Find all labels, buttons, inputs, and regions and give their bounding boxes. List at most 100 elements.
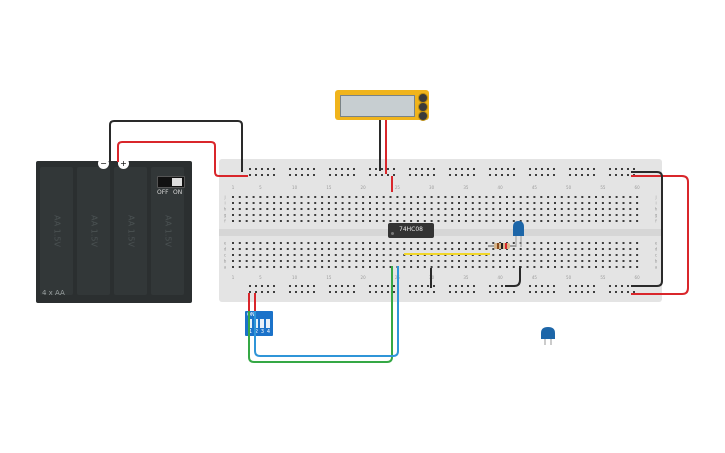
breadboard-hole[interactable] <box>329 174 331 176</box>
breadboard-hole[interactable] <box>329 291 331 293</box>
breadboard-hole[interactable] <box>295 174 297 176</box>
breadboard-hole[interactable] <box>341 174 343 176</box>
breadboard-hole[interactable] <box>341 285 343 287</box>
breadboard-hole[interactable] <box>513 168 515 170</box>
breadboard-hole[interactable] <box>382 208 385 210</box>
breadboard-hole[interactable] <box>588 202 591 204</box>
breadboard-hole[interactable] <box>252 220 255 222</box>
breadboard-hole[interactable] <box>314 242 317 244</box>
breadboard-hole[interactable] <box>554 242 556 244</box>
breadboard-hole[interactable] <box>348 220 351 222</box>
breadboard-hole[interactable] <box>535 174 537 176</box>
breadboard-hole[interactable] <box>455 168 457 170</box>
breadboard-hole[interactable] <box>554 196 556 198</box>
breadboard-hole[interactable] <box>321 242 324 244</box>
breadboard-hole[interactable] <box>423 242 426 244</box>
breadboard-hole[interactable] <box>232 242 234 244</box>
breadboard-hole[interactable] <box>615 168 617 170</box>
breadboard-hole[interactable] <box>615 242 618 244</box>
breadboard-hole[interactable] <box>601 260 604 262</box>
breadboard-hole[interactable] <box>313 285 315 287</box>
breadboard-hole[interactable] <box>334 220 337 222</box>
breadboard-hole[interactable] <box>609 168 611 170</box>
breadboard-hole[interactable] <box>581 248 584 250</box>
breadboard-hole[interactable] <box>410 208 413 210</box>
breadboard-hole[interactable] <box>464 254 467 256</box>
breadboard-hole[interactable] <box>458 248 460 250</box>
breadboard-hole[interactable] <box>245 248 248 250</box>
breadboard-hole[interactable] <box>464 196 467 198</box>
breadboard-hole[interactable] <box>499 220 502 222</box>
breadboard-hole[interactable] <box>433 285 435 287</box>
breadboard-hole[interactable] <box>451 220 454 222</box>
breadboard-hole[interactable] <box>473 168 475 170</box>
breadboard-hole[interactable] <box>273 208 276 210</box>
breadboard-hole[interactable] <box>492 266 495 268</box>
breadboard-hole[interactable] <box>595 260 597 262</box>
breadboard-hole[interactable] <box>569 291 571 293</box>
breadboard-hole[interactable] <box>381 291 383 293</box>
breadboard-hole[interactable] <box>266 242 269 244</box>
breadboard-hole[interactable] <box>492 220 495 222</box>
breadboard-hole[interactable] <box>451 202 454 204</box>
breadboard-hole[interactable] <box>266 202 269 204</box>
breadboard-hole[interactable] <box>595 214 597 216</box>
breadboard-hole[interactable] <box>601 248 604 250</box>
breadboard-hole[interactable] <box>581 202 584 204</box>
breadboard-hole[interactable] <box>334 208 337 210</box>
breadboard-hole[interactable] <box>313 291 315 293</box>
breadboard-hole[interactable] <box>279 266 282 268</box>
breadboard-hole[interactable] <box>464 220 467 222</box>
breadboard-hole[interactable] <box>464 242 467 244</box>
breadboard-hole[interactable] <box>348 214 351 216</box>
breadboard-hole[interactable] <box>389 254 392 256</box>
breadboard-hole[interactable] <box>567 248 570 250</box>
breadboard-hole[interactable] <box>444 248 447 250</box>
breadboard-hole[interactable] <box>273 285 275 287</box>
breadboard-hole[interactable] <box>615 260 618 262</box>
breadboard-hole[interactable] <box>458 196 460 198</box>
breadboard-hole[interactable] <box>249 285 251 287</box>
breadboard-hole[interactable] <box>273 248 276 250</box>
breadboard-hole[interactable] <box>245 214 248 216</box>
breadboard-hole[interactable] <box>238 202 241 204</box>
breadboard-hole[interactable] <box>533 208 536 210</box>
breadboard-hole[interactable] <box>314 248 317 250</box>
breadboard-hole[interactable] <box>403 196 406 198</box>
breadboard-hole[interactable] <box>382 260 385 262</box>
breadboard-hole[interactable] <box>608 208 611 210</box>
breadboard-hole[interactable] <box>375 168 377 170</box>
breadboard-hole[interactable] <box>473 174 475 176</box>
breadboard-hole[interactable] <box>588 260 591 262</box>
breadboard-hole[interactable] <box>588 248 591 250</box>
breadboard-hole[interactable] <box>458 214 460 216</box>
breadboard-hole[interactable] <box>362 266 365 268</box>
breadboard-hole[interactable] <box>547 260 550 262</box>
breadboard-hole[interactable] <box>478 266 481 268</box>
breadboard-hole[interactable] <box>295 285 297 287</box>
breadboard-hole[interactable] <box>444 260 447 262</box>
breadboard-hole[interactable] <box>567 214 570 216</box>
breadboard-hole[interactable] <box>547 254 550 256</box>
breadboard-hole[interactable] <box>375 248 378 250</box>
breadboard-hole[interactable] <box>519 242 522 244</box>
breadboard-hole[interactable] <box>581 214 584 216</box>
breadboard-hole[interactable] <box>314 266 317 268</box>
breadboard-hole[interactable] <box>540 208 543 210</box>
breadboard-hole[interactable] <box>519 202 522 204</box>
breadboard-hole[interactable] <box>444 202 447 204</box>
breadboard-hole[interactable] <box>593 168 595 170</box>
breadboard-hole[interactable] <box>375 202 378 204</box>
dip-toggle-1[interactable] <box>248 319 252 328</box>
breadboard-hole[interactable] <box>540 202 543 204</box>
breadboard-hole[interactable] <box>471 202 474 204</box>
breadboard-hole[interactable] <box>355 242 358 244</box>
breadboard-hole[interactable] <box>622 220 625 222</box>
breadboard-hole[interactable] <box>519 254 522 256</box>
breadboard-hole[interactable] <box>279 202 282 204</box>
breadboard-hole[interactable] <box>381 174 383 176</box>
breadboard-hole[interactable] <box>622 242 625 244</box>
breadboard-hole[interactable] <box>437 214 440 216</box>
breadboard-hole[interactable] <box>301 291 303 293</box>
breadboard-hole[interactable] <box>389 260 392 262</box>
